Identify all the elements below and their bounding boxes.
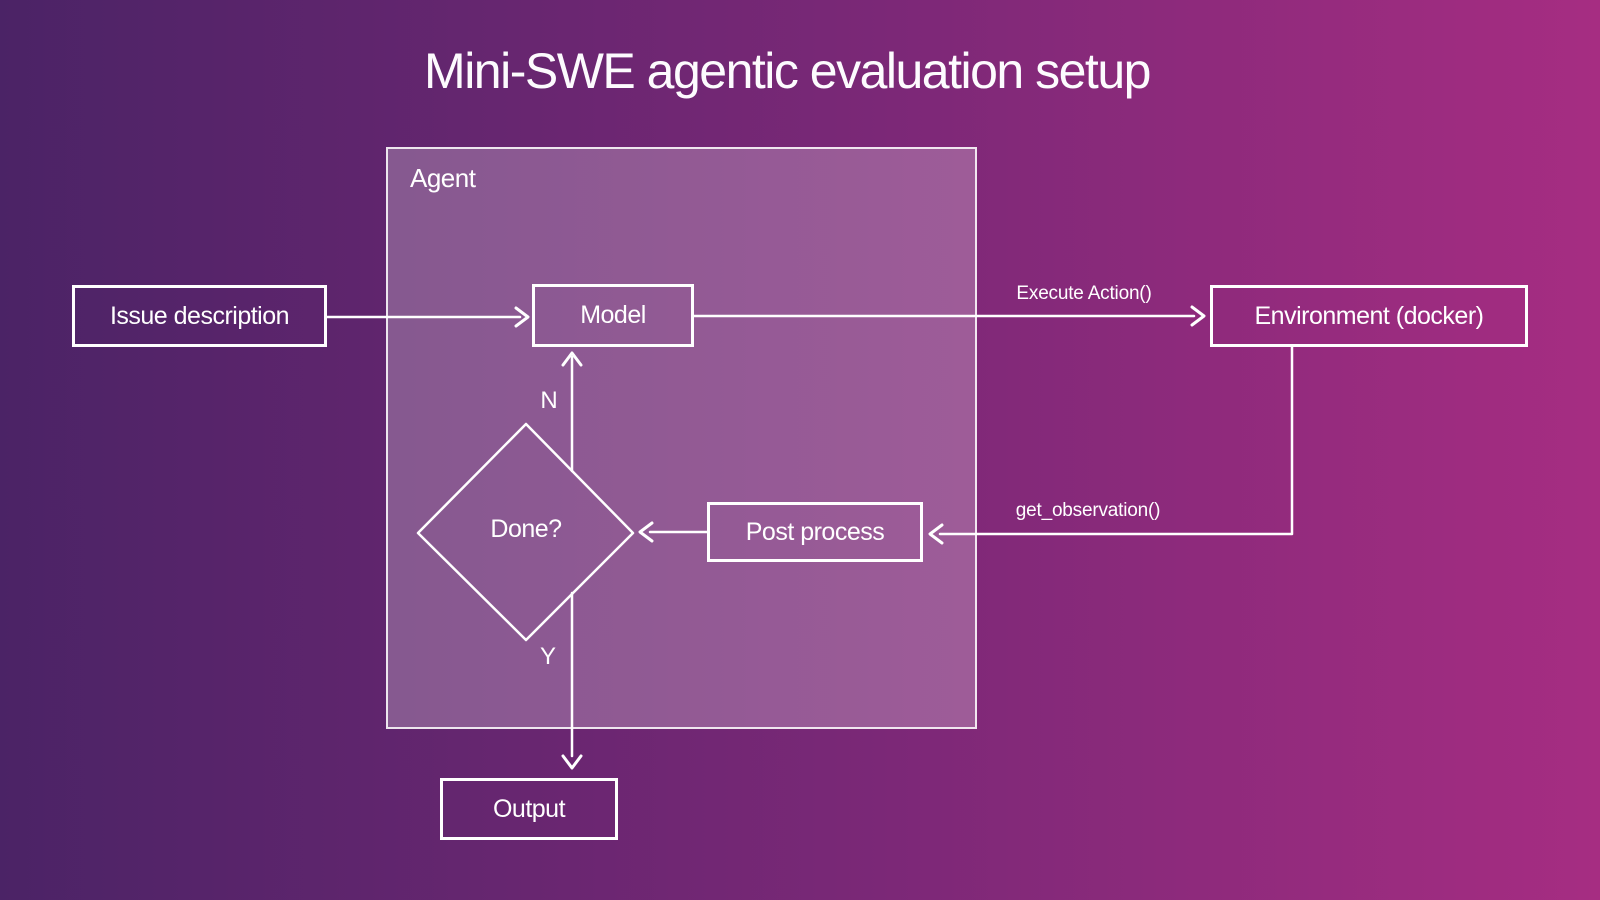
- arrowhead-issue-to-model: [514, 306, 530, 328]
- node-issue-description: Issue description: [72, 285, 327, 347]
- node-model-label: Model: [580, 301, 646, 329]
- edge-environment-to-post: [938, 345, 1294, 536]
- agent-container-label: Agent: [410, 163, 476, 193]
- diagram-title: Mini-SWE agentic evaluation setup: [424, 43, 1151, 99]
- arrowhead-done-to-output: [561, 754, 583, 770]
- edge-label-execute-action: Execute Action(): [1016, 283, 1152, 304]
- node-environment-label: Environment (docker): [1254, 301, 1484, 330]
- done-diamond-shape: [416, 422, 635, 642]
- edge-label-get-observation: get_observation(): [1015, 500, 1161, 521]
- node-done-label: Done?: [490, 515, 562, 543]
- node-post-process-label: Post process: [745, 517, 885, 546]
- arrowhead-environment-to-post: [928, 523, 944, 545]
- branch-label-yes: Y: [539, 643, 556, 670]
- arrowhead-model-to-environment: [1190, 305, 1206, 327]
- agent-container-box: Agent: [386, 147, 977, 729]
- branch-label-no: N: [540, 387, 558, 414]
- node-output-label: Output: [492, 794, 566, 823]
- node-output: Output: [440, 778, 618, 840]
- arrowhead-post-to-done: [638, 521, 654, 543]
- arrowhead-done-to-model: [561, 351, 583, 367]
- node-issue-description-label: Issue description: [109, 301, 290, 330]
- node-post-process: Post process: [707, 502, 923, 562]
- node-environment: Environment (docker): [1210, 285, 1528, 347]
- node-model: Model: [532, 284, 694, 347]
